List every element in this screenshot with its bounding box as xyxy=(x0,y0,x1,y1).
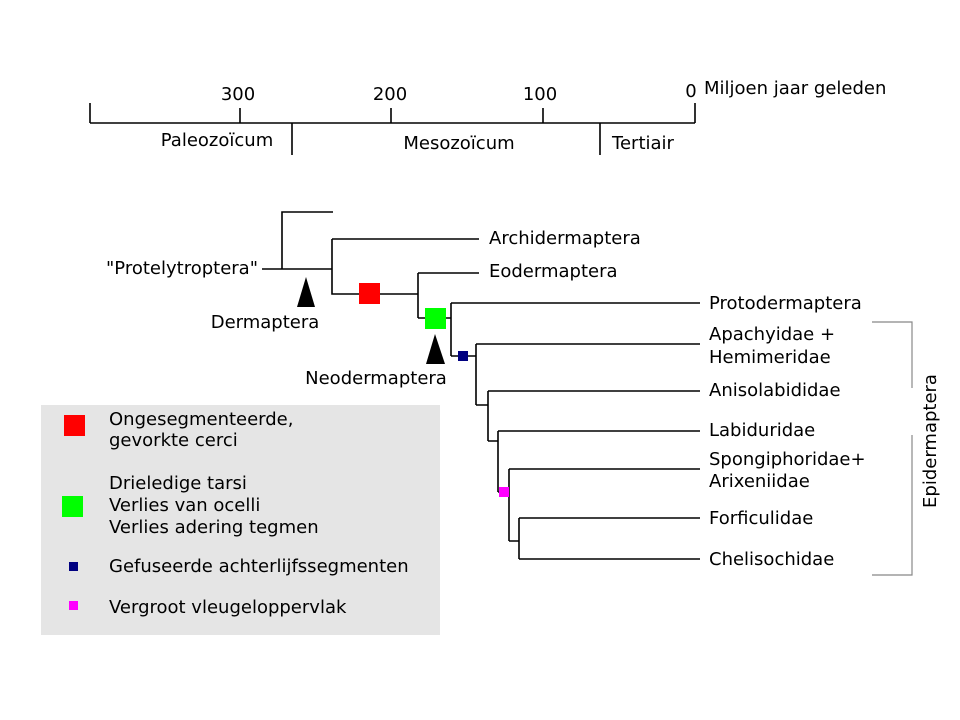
era-label: Paleozoïcum xyxy=(161,130,273,151)
legend: Ongesegmenteerde, gevorkte cerci Drieled… xyxy=(41,405,440,635)
clade-label-dermaptera: Dermaptera xyxy=(211,312,320,333)
dermaptera-triangle-icon xyxy=(297,277,315,307)
epidermaptera-bracket xyxy=(872,321,913,576)
legend-text: gevorkte cerci xyxy=(109,430,238,451)
neodermaptera-triangle-icon xyxy=(426,334,445,364)
legend-swatch-magenta xyxy=(69,601,78,610)
taxon-label: Anisolabididae xyxy=(709,380,841,401)
outgroup-label: "Protelytroptera" xyxy=(106,258,258,279)
era-label: Tertiair xyxy=(611,133,675,154)
bracket-label: Epidermaptera xyxy=(920,374,941,508)
taxon-label: Labiduridae xyxy=(709,420,815,441)
tick-label: 100 xyxy=(523,84,557,105)
taxon-label: Arixeniidae xyxy=(709,471,810,492)
tick-label: 200 xyxy=(373,84,407,105)
era-label: Mesozoïcum xyxy=(403,133,514,154)
legend-text: Gefuseerde achterlijfssegmenten xyxy=(109,556,409,577)
legend-text: Verlies adering tegmen xyxy=(109,517,319,538)
legend-swatch-navy xyxy=(69,562,78,571)
marker-green-square xyxy=(425,308,446,329)
taxon-label: Spongiphoridae+ xyxy=(709,449,866,470)
legend-text: Vergroot vleugeloppervlak xyxy=(109,597,347,618)
legend-swatch-red xyxy=(64,415,85,436)
tree-branches xyxy=(262,211,700,560)
marker-magenta-square xyxy=(499,487,509,497)
legend-swatch-green xyxy=(62,496,83,517)
taxon-label: Hemimeridae xyxy=(709,347,831,368)
taxon-label: Chelisochidae xyxy=(709,549,834,570)
taxon-label: Apachyidae + xyxy=(709,324,835,345)
legend-text: Verlies van ocelli xyxy=(109,495,260,516)
tick-label: 0 xyxy=(685,81,696,102)
timescale-axis xyxy=(89,103,696,155)
marker-red-square xyxy=(359,283,380,304)
taxon-label: Eodermaptera xyxy=(489,261,618,282)
marker-navy-square xyxy=(458,351,468,361)
tick-label: 300 xyxy=(221,84,255,105)
timescale: 300 200 100 0 Miljoen jaar geleden Paleo… xyxy=(89,78,886,155)
legend-text: Ongesegmenteerde, xyxy=(109,409,293,430)
legend-text: Drieledige tarsi xyxy=(109,473,247,494)
taxon-label: Archidermaptera xyxy=(489,228,641,249)
clade-label-neodermaptera: Neodermaptera xyxy=(305,368,447,389)
timescale-unit-label: Miljoen jaar geleden xyxy=(704,78,886,99)
taxon-label: Protodermaptera xyxy=(709,293,862,314)
taxon-label: Forficulidae xyxy=(709,508,813,529)
legend-background xyxy=(41,405,440,635)
